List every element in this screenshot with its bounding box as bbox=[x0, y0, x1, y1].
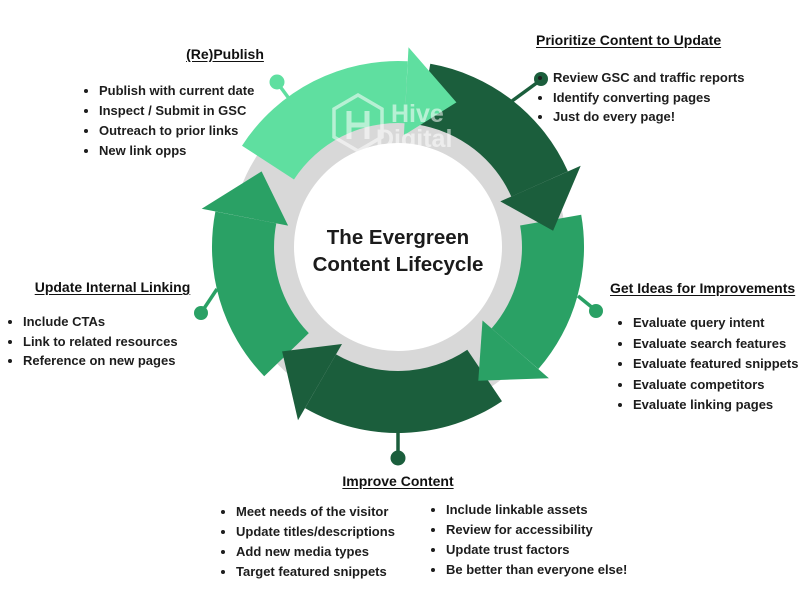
bullet-list-get-ideas: Evaluate query intent Evaluate search fe… bbox=[616, 313, 798, 416]
list-item: Evaluate competitors bbox=[633, 375, 798, 396]
list-item: Just do every page! bbox=[553, 107, 744, 127]
list-item: Reference on new pages bbox=[23, 351, 178, 371]
list-item: Meet needs of the visitor bbox=[236, 502, 395, 522]
connector-dot-republish bbox=[269, 74, 285, 90]
arrow-segment-republish bbox=[242, 61, 408, 180]
connector-update-linking bbox=[194, 288, 219, 320]
connector-improve bbox=[390, 433, 406, 466]
list-item: New link opps bbox=[99, 141, 254, 161]
connector-line-update-linking bbox=[201, 288, 219, 311]
hive-digital-watermark: Hive Digital bbox=[332, 92, 452, 154]
connector-dot-prioritize bbox=[534, 72, 548, 86]
bullet-list-improve-right: Include linkable assets Review for acces… bbox=[429, 500, 627, 580]
arrowhead-republish bbox=[403, 47, 457, 136]
connector-dot-get-ideas bbox=[589, 304, 603, 318]
list-item: Review GSC and traffic reports bbox=[553, 68, 744, 88]
hive-hexagon-logo bbox=[332, 92, 384, 154]
list-item: Evaluate query intent bbox=[633, 313, 798, 334]
connector-get-ideas bbox=[576, 294, 603, 318]
list-item: Review for accessibility bbox=[446, 520, 627, 540]
connector-dot-update-linking bbox=[194, 306, 208, 320]
bullet-list-republish: Publish with current date Inspect / Subm… bbox=[82, 81, 254, 161]
list-item: Evaluate linking pages bbox=[633, 395, 798, 416]
watermark-text-line2: Digital bbox=[376, 125, 452, 153]
list-item: Evaluate featured snippets bbox=[633, 354, 798, 375]
section-heading-get-ideas: Get Ideas for Improvements bbox=[610, 280, 796, 296]
arrow-segment-update-linking bbox=[211, 211, 309, 377]
list-item: Update trust factors bbox=[446, 540, 627, 560]
arrowhead-improve bbox=[282, 344, 342, 421]
list-item: Inspect / Submit in GSC bbox=[99, 101, 254, 121]
watermark-text-line1: Hive bbox=[391, 100, 444, 128]
connector-dot-improve bbox=[390, 450, 406, 466]
section-heading-republish: (Re)Publish bbox=[186, 46, 264, 62]
list-item: Link to related resources bbox=[23, 332, 178, 352]
arrowhead-update-linking bbox=[201, 171, 289, 226]
arrow-segment-get-ideas bbox=[491, 214, 585, 369]
connector-prioritize bbox=[510, 72, 548, 103]
arrowhead-get-ideas bbox=[478, 320, 549, 381]
list-item: Update titles/descriptions bbox=[236, 522, 395, 542]
connector-line-prioritize bbox=[510, 80, 540, 103]
connector-republish bbox=[269, 74, 295, 106]
connector-line-republish bbox=[277, 83, 295, 106]
section-heading-improve: Improve Content bbox=[342, 473, 454, 489]
diagram-title: The Evergreen Content Lifecycle bbox=[312, 226, 484, 276]
list-item: Outreach to prior links bbox=[99, 121, 254, 141]
list-item: Identify converting pages bbox=[553, 88, 744, 108]
arrow-segment-improve bbox=[305, 349, 502, 434]
hive-logo-h-glyph bbox=[346, 111, 370, 139]
arrowhead-prioritize bbox=[500, 165, 581, 231]
ring-center-disc bbox=[294, 143, 502, 351]
list-item: Include CTAs bbox=[23, 312, 178, 332]
section-heading-update-linking: Update Internal Linking bbox=[34, 279, 191, 295]
list-item: Target featured snippets bbox=[236, 562, 395, 582]
list-item: Include linkable assets bbox=[446, 500, 627, 520]
list-item: Be better than everyone else! bbox=[446, 560, 627, 580]
list-item: Evaluate search features bbox=[633, 334, 798, 355]
bullet-list-prioritize: Review GSC and traffic reports Identify … bbox=[536, 68, 744, 127]
list-item: Publish with current date bbox=[99, 81, 254, 101]
bullet-list-improve-left: Meet needs of the visitor Update titles/… bbox=[219, 502, 395, 582]
arrow-segment-prioritize bbox=[419, 63, 568, 197]
section-heading-prioritize: Prioritize Content to Update bbox=[536, 32, 722, 48]
bullet-list-update-linking: Include CTAs Link to related resources R… bbox=[6, 312, 178, 371]
list-item: Add new media types bbox=[236, 542, 395, 562]
